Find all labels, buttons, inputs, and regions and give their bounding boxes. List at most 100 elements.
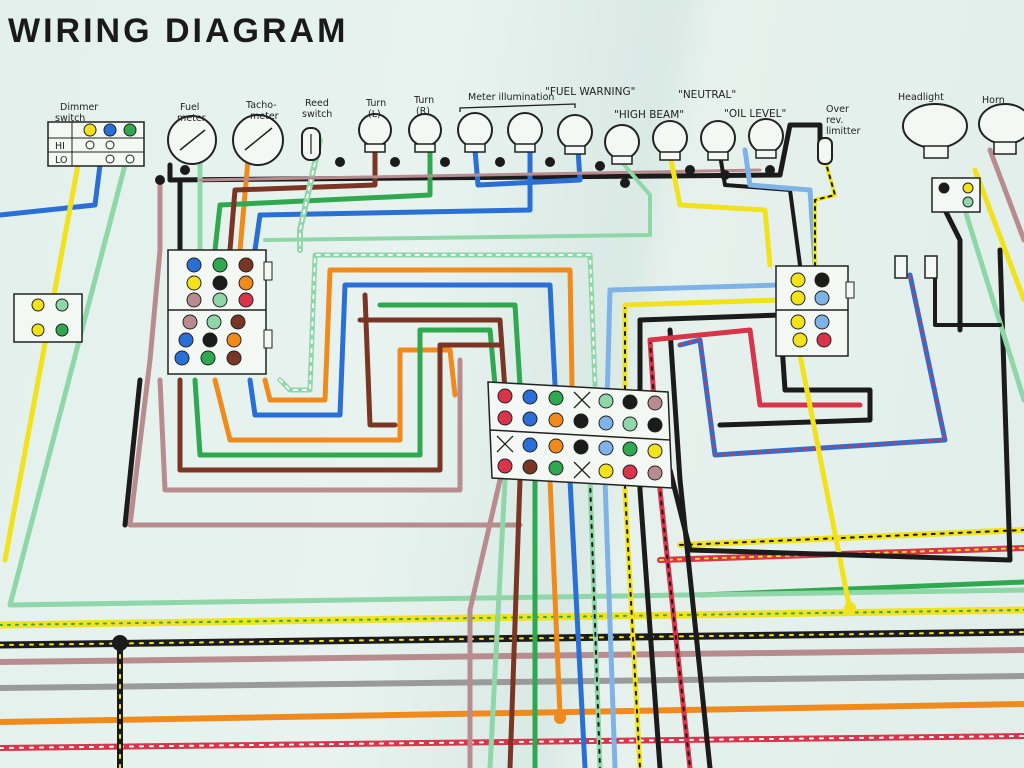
headlight-base <box>923 145 949 159</box>
wire-pink-drop <box>467 477 503 768</box>
turn-r-bulb-base <box>414 143 436 153</box>
wire-brown-drop <box>507 477 523 768</box>
left-coupler-pin-yellow <box>31 298 45 312</box>
meter-coupler-tab <box>263 329 273 349</box>
pin-green <box>548 390 564 406</box>
illumination-bulb-1 <box>457 112 493 153</box>
pin-blue-2 <box>522 411 538 427</box>
dimmer-contact <box>105 154 115 164</box>
headlight: Headlight <box>898 92 968 159</box>
turn-r-label-part: (R) <box>416 106 430 117</box>
dimmer-label-part: Dimmer <box>60 102 98 113</box>
wire-black-headlight-conn <box>937 197 963 333</box>
left-coupler-pin-yellow-2 <box>31 323 45 337</box>
pin-blue-3 <box>174 350 190 366</box>
junction-dot <box>685 165 695 175</box>
pin-black <box>212 275 228 291</box>
dimmer-terminal-yellow <box>83 123 97 137</box>
pin-brown <box>238 257 254 273</box>
junction-dot <box>545 157 555 167</box>
wire-lightblue-down <box>602 287 618 768</box>
headlight-coupler-body <box>931 177 981 213</box>
dimmer-lo-label: LO <box>55 155 67 166</box>
junction-dot <box>720 170 730 180</box>
dimmer-hi-label: HI <box>55 141 65 152</box>
tacho-label-part: meter <box>250 111 279 122</box>
horn-terminal-1 <box>894 255 908 279</box>
junction-dot <box>155 175 165 185</box>
wire-lightgreen-drop <box>487 477 508 768</box>
wire-brown-loop <box>177 342 503 473</box>
wire-lightblue-oil <box>742 147 818 268</box>
wire-black-headlight <box>667 247 1013 563</box>
wire-yellow-black-tracer <box>679 529 1024 546</box>
neutral-label: "NEUTRAL" <box>678 89 736 101</box>
junction-dot <box>440 157 450 167</box>
empty-pin-marker <box>573 461 591 479</box>
over-rev-limiter-body <box>817 137 833 165</box>
junctions <box>112 157 856 724</box>
wire-orange-loop-2 <box>262 267 575 403</box>
junction-dot <box>495 157 505 167</box>
pin-green-2 <box>622 441 638 457</box>
wire-yellow-diag <box>797 352 853 613</box>
pin-blue <box>522 389 538 405</box>
fuel-label-part: meter <box>177 113 206 124</box>
meter-coupler-tab <box>263 261 273 281</box>
turn-r-label: Turn(R) <box>413 95 434 117</box>
wire-orange-loop <box>212 347 458 443</box>
oil-level-bulb <box>748 118 784 159</box>
pin-lightgreen <box>598 393 614 409</box>
pin-black-3 <box>647 417 663 433</box>
left-coupler-body <box>13 293 83 343</box>
horn: Horn <box>978 95 1024 155</box>
horn-terminal-2 <box>924 255 938 279</box>
pin-pink <box>186 292 202 308</box>
wire-reed-tracer <box>299 139 321 251</box>
turn-l-label: Turn(L) <box>365 98 386 120</box>
wire-blue-left <box>0 162 103 218</box>
wire-black-terminal <box>933 273 1002 327</box>
dimmer-terminal-blue <box>103 123 117 137</box>
high-beam-label: "HIGH BEAM" <box>614 109 684 121</box>
left-coupler-pin-green <box>55 323 69 337</box>
pin-brown-3 <box>226 350 242 366</box>
pin-yellow-3 <box>790 314 806 330</box>
pin-black-4 <box>573 439 589 455</box>
meter-illumination-bracket <box>459 103 576 112</box>
pin-lightblue-2 <box>598 440 614 456</box>
pin-yellow-4 <box>792 332 808 348</box>
junction-dot <box>844 602 856 614</box>
pin-red-4 <box>622 464 638 480</box>
wire-yellow-down-tracer <box>624 304 641 768</box>
junction-dot <box>112 635 128 651</box>
wire-black-meter-ground <box>167 122 823 183</box>
pin-pink <box>647 395 663 411</box>
fuel-meter-needle <box>179 129 206 151</box>
pin-black-2 <box>202 332 218 348</box>
pin-red <box>497 388 513 404</box>
pin-brown-2 <box>230 314 246 330</box>
neutral-bulb-base <box>707 151 729 161</box>
wire-yellow-h <box>622 297 783 308</box>
wire-yellow-neutral <box>667 152 773 268</box>
junction-dot <box>390 157 400 167</box>
turn-l-label-part: Turn <box>365 98 386 109</box>
dimmer-terminal-green <box>123 123 137 137</box>
pin-brown <box>522 459 538 475</box>
pin-black <box>622 394 638 410</box>
pin-orange-2 <box>548 438 564 454</box>
pin-lightgreen-2 <box>622 416 638 432</box>
illumination-bulb-base <box>564 145 586 155</box>
tachometer-label: Tacho-meter <box>245 100 279 122</box>
wire-pink-loop <box>157 357 463 493</box>
wire-black-h <box>637 312 873 428</box>
pin-pink-2 <box>647 465 663 481</box>
indicator-coupler <box>775 265 855 357</box>
reed-label-part: switch <box>302 109 332 120</box>
wire-lightgreen-headlight <box>962 207 1024 403</box>
high-beam-bulb-base <box>659 151 681 161</box>
